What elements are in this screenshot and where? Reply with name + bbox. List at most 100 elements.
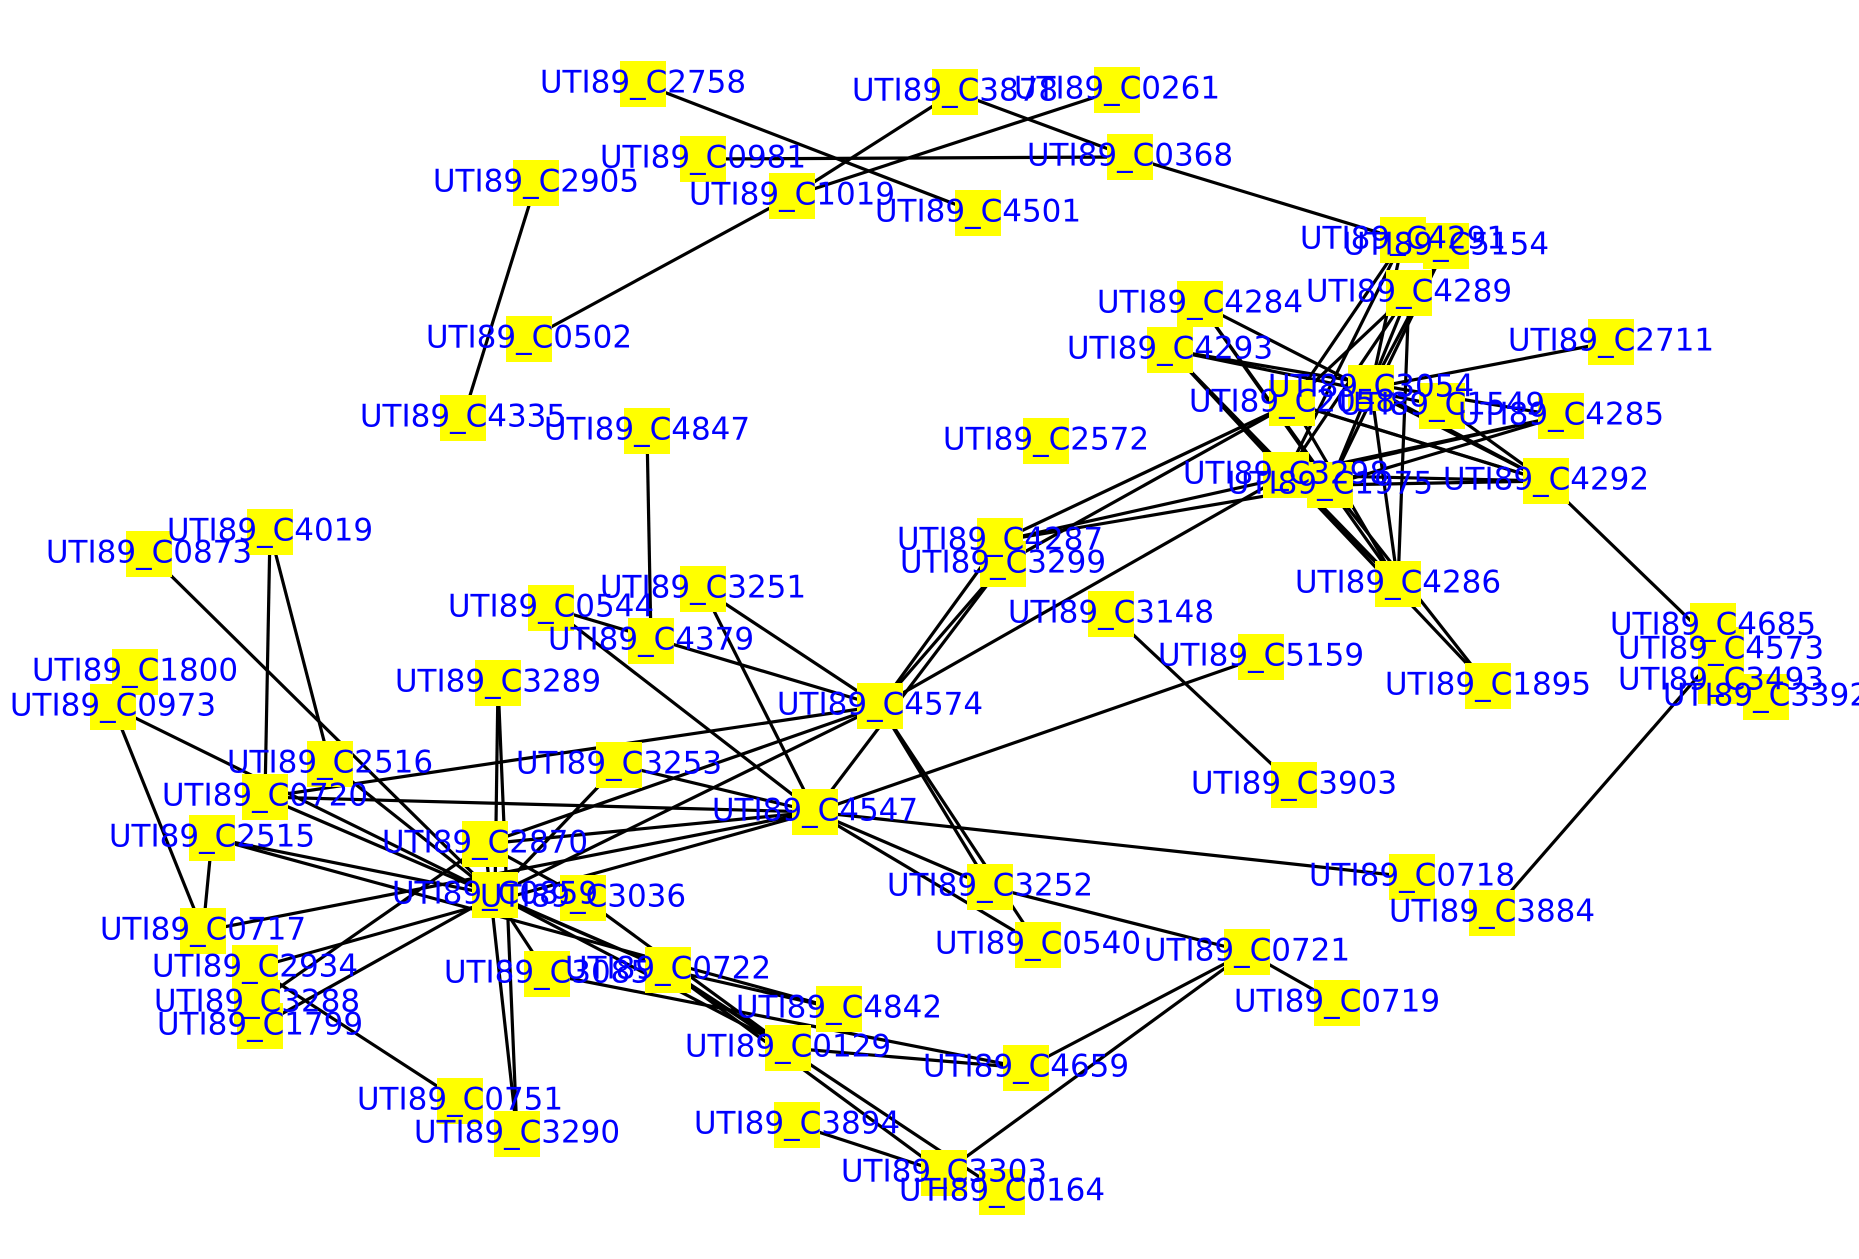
node-label-UTI89_C4501: UTI89_C4501: [875, 194, 1081, 230]
node-UTI89_C3036[interactable]: [560, 875, 606, 921]
node-label-UTI89_C3299: UTI89_C3299: [900, 545, 1106, 581]
node-UTI89_C0544[interactable]: [528, 585, 574, 631]
node-UTI89_C1975[interactable]: [1307, 462, 1353, 508]
node-label-UTI89_C0544: UTI89_C0544: [448, 589, 654, 625]
node-UTI89_C4285[interactable]: [1538, 393, 1584, 439]
edge-UTI89_C0981-UTI89_C0368: [702, 155, 1131, 161]
node-UTI89_C4547[interactable]: [792, 789, 838, 835]
node-UTI89_C0873[interactable]: [126, 531, 172, 577]
node-UTI89_C4847[interactable]: [624, 408, 670, 454]
node-UTI89_C3253[interactable]: [596, 742, 642, 788]
node-UTI89_C2058[interactable]: [1269, 380, 1315, 426]
node-UTI89_C3884[interactable]: [1469, 890, 1515, 936]
node-UTI89_C3252[interactable]: [967, 864, 1013, 910]
node-UTI89_C3894[interactable]: [774, 1102, 820, 1148]
node-UTI89_C3148[interactable]: [1088, 591, 1134, 637]
node-label-UTI89_C1895: UTI89_C1895: [1385, 667, 1591, 703]
node-UTI89_C4284[interactable]: [1177, 281, 1223, 327]
node-UTI89_C4379[interactable]: [628, 618, 674, 664]
node-UTI89_C3303[interactable]: [921, 1150, 967, 1196]
edge-UTI89_C3298-UTI89_C4291: [1284, 239, 1405, 476]
node-UTI89_C3085[interactable]: [524, 951, 570, 997]
node-UTI89_C4289[interactable]: [1386, 270, 1432, 316]
node-UTI89_C3493[interactable]: [1698, 658, 1744, 704]
node-UTI89_C0502[interactable]: [506, 316, 552, 362]
edge-UTI89_C2058-UTI89_C4291: [1290, 239, 1405, 404]
edge-UTI89_C1019-UTI89_C0502: [528, 194, 793, 341]
node-label-UTI89_C2905: UTI89_C2905: [433, 164, 639, 200]
node-UTI89_C4291[interactable]: [1380, 217, 1426, 263]
node-label-UTI89_C4291: UTI89_C4291: [1300, 221, 1506, 257]
node-UTI89_C2870[interactable]: [462, 821, 508, 867]
node-UTI89_C0129[interactable]: [765, 1025, 811, 1071]
node-UTI89_C1549[interactable]: [1419, 383, 1465, 429]
node-UTI89_C0973[interactable]: [90, 684, 136, 730]
edge-UTI89_C0973-UTI89_C0717: [111, 706, 205, 932]
edge-UTI89_C4547-UTI89_C0717: [202, 810, 816, 933]
node-label-UTI89_C2758: UTI89_C2758: [540, 65, 746, 101]
node-UTI89_C0164[interactable]: [979, 1169, 1025, 1215]
node-UTI89_C4286[interactable]: [1375, 561, 1421, 607]
node-UTI89_C2515[interactable]: [189, 815, 235, 861]
edge-UTI89_C2058-UTI89_C4287: [999, 401, 1293, 543]
node-UTI89_C0368[interactable]: [1107, 134, 1153, 180]
node-label-UTI89_C3252: UTI89_C3252: [887, 868, 1093, 904]
node-UTI89_C0717[interactable]: [180, 908, 226, 954]
node-UTI89_C1895[interactable]: [1465, 663, 1511, 709]
edge-UTI89_C5159-UTI89_C4547: [814, 655, 1262, 814]
node-UTI89_C3251[interactable]: [680, 566, 726, 612]
node-UTI89_C3878[interactable]: [932, 69, 978, 115]
node-UTI89_C4501[interactable]: [955, 190, 1001, 236]
node-UTI89_C1799[interactable]: [237, 1003, 283, 1049]
node-label-UTI89_C3054: UTI89_C3054: [1268, 369, 1474, 405]
node-UTI89_C0751[interactable]: [437, 1078, 483, 1124]
node-UTI89_C0859[interactable]: [472, 872, 518, 918]
edge-UTI89_C3054-UTI89_C4286: [1369, 387, 1400, 585]
node-UTI89_C1019[interactable]: [769, 173, 815, 219]
node-UTI89_C0540[interactable]: [1015, 922, 1061, 968]
node-UTI89_C4842[interactable]: [816, 986, 862, 1032]
node-UTI89_C3289[interactable]: [475, 660, 521, 706]
edge-UTI89_C4547-UTI89_C2870: [484, 810, 816, 846]
node-UTI89_C0261[interactable]: [1094, 67, 1140, 113]
node-UTI89_C3903[interactable]: [1271, 762, 1317, 808]
node-label-UTI89_C3878: UTI89_C3878: [852, 73, 1058, 109]
node-UTI89_C0720[interactable]: [242, 774, 288, 820]
node-UTI89_C5154[interactable]: [1423, 223, 1469, 269]
node-UTI89_C2905[interactable]: [513, 160, 559, 206]
node-label-UTI89_C3085: UTI89_C3085: [444, 955, 650, 991]
node-UTI89_C3290[interactable]: [494, 1111, 540, 1157]
node-UTI89_C3299[interactable]: [980, 541, 1026, 587]
node-UTI89_C2516[interactable]: [307, 741, 353, 787]
node-UTI89_C0981[interactable]: [680, 136, 726, 182]
node-UTI89_C2572[interactable]: [1023, 418, 1069, 464]
node-UTI89_C4574[interactable]: [857, 683, 903, 729]
edge-UTI89_C3054-UTI89_C4292: [1370, 386, 1547, 483]
node-UTI89_C0719[interactable]: [1314, 980, 1360, 1026]
node-UTI89_C4335[interactable]: [440, 395, 486, 441]
node-label-UTI89_C4286: UTI89_C4286: [1295, 565, 1501, 601]
node-UTI89_C0721[interactable]: [1224, 929, 1270, 975]
node-UTI89_C4019[interactable]: [247, 509, 293, 555]
node-UTI89_C5159[interactable]: [1238, 634, 1284, 680]
node-UTI89_C2711[interactable]: [1588, 319, 1634, 365]
node-layer: [90, 61, 1789, 1215]
node-UTI89_C3392[interactable]: [1743, 674, 1789, 720]
edge-UTI89_C4574-UTI89_C0544: [550, 606, 881, 708]
node-label-UTI89_C3884: UTI89_C3884: [1389, 894, 1595, 930]
node-label-UTI89_C3303: UTI89_C3303: [841, 1154, 1047, 1190]
node-UTI89_C0718[interactable]: [1389, 854, 1435, 900]
node-UTI89_C3298[interactable]: [1263, 452, 1309, 498]
node-UTI89_C3054[interactable]: [1348, 365, 1394, 411]
node-UTI89_C4293[interactable]: [1147, 327, 1193, 373]
node-label-UTI89_C4847: UTI89_C4847: [544, 412, 750, 448]
edge-UTI89_C4847-UTI89_C4379: [645, 430, 653, 642]
edge-UTI89_C4574-UTI89_C0859: [494, 704, 881, 897]
node-label-UTI89_C3290: UTI89_C3290: [414, 1115, 620, 1151]
node-label-UTI89_C4842: UTI89_C4842: [736, 990, 942, 1026]
node-label-UTI89_C1019: UTI89_C1019: [689, 177, 895, 213]
node-UTI89_C2758[interactable]: [620, 61, 666, 107]
node-UTI89_C4659[interactable]: [1003, 1045, 1049, 1091]
node-UTI89_C0722[interactable]: [645, 947, 691, 993]
node-UTI89_C4292[interactable]: [1523, 458, 1569, 504]
